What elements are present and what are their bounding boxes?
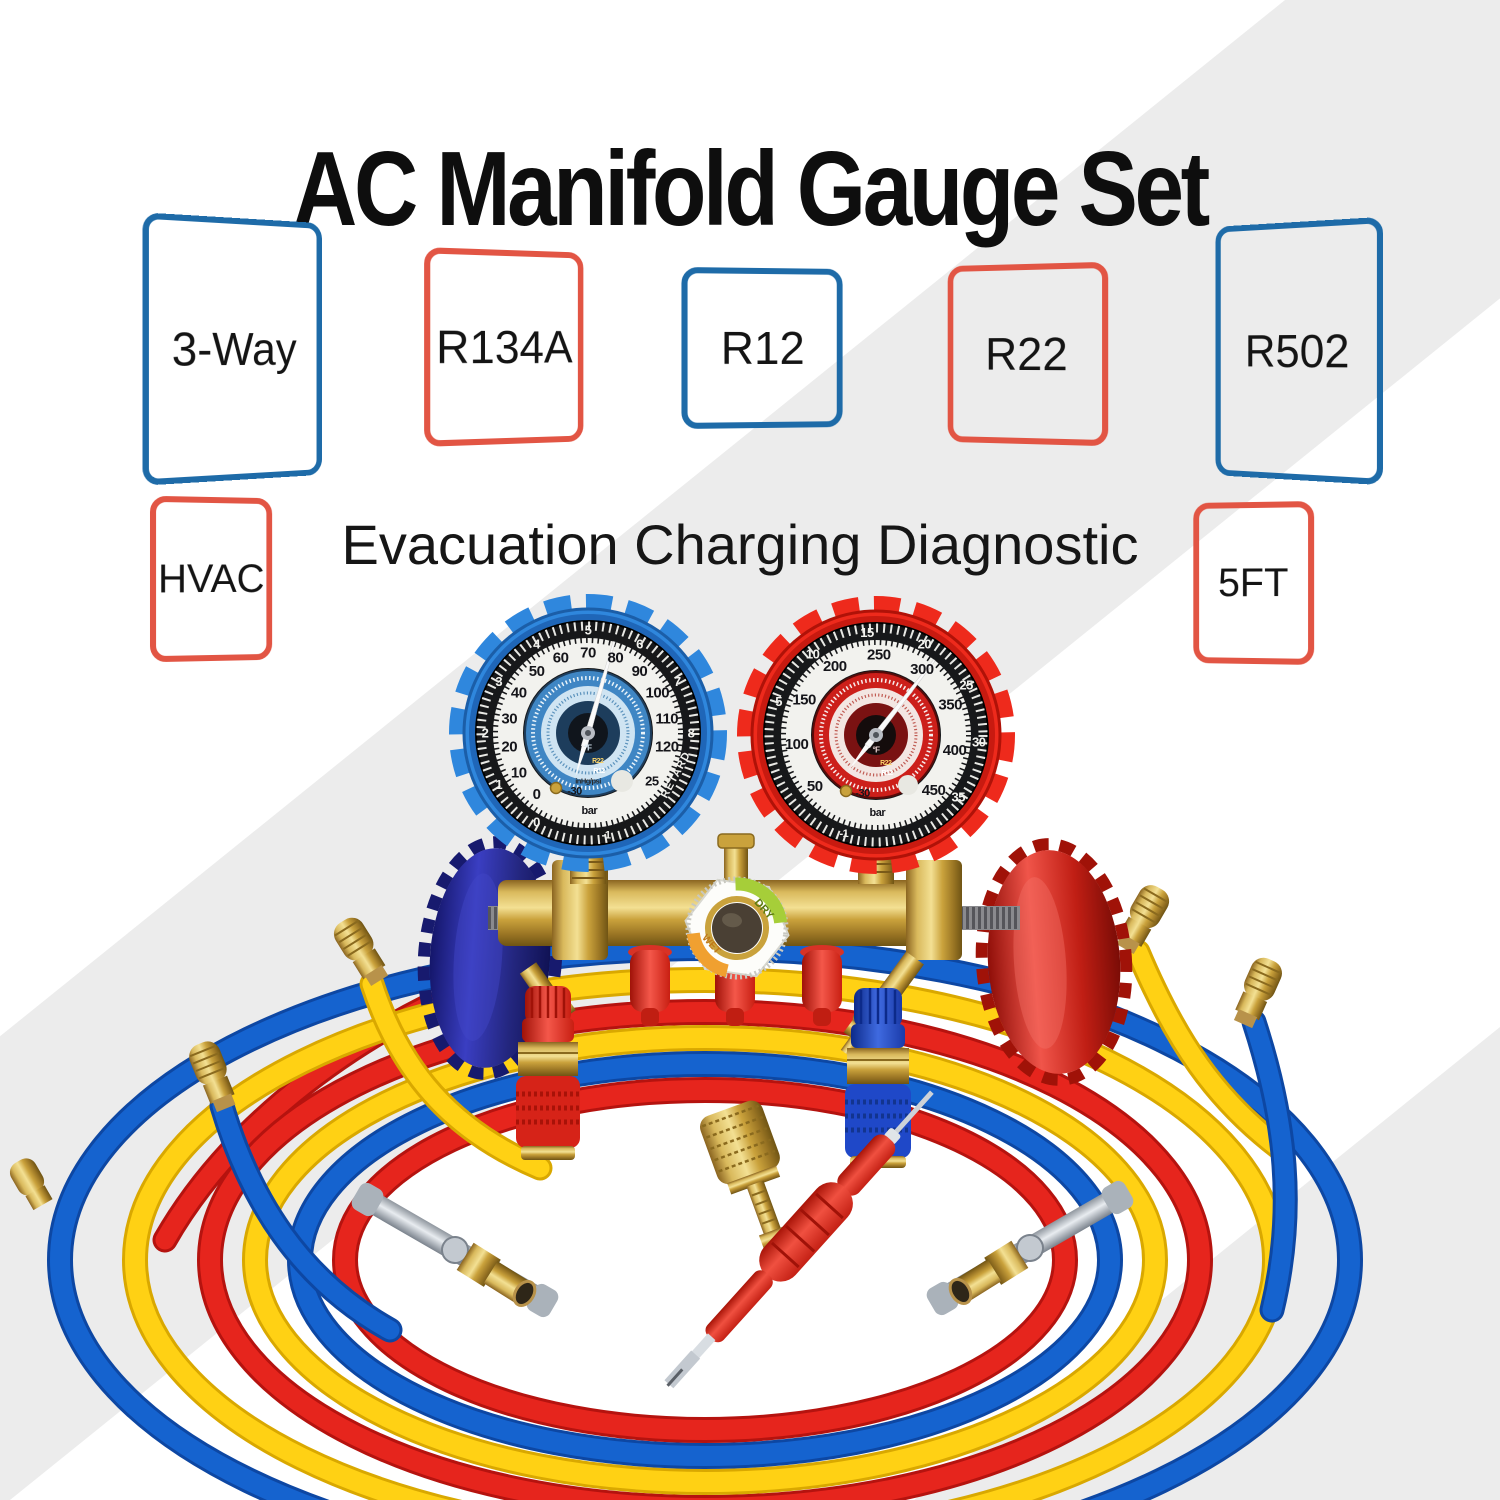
badge-r502-label: R502: [1244, 324, 1350, 378]
low-bar-label: 3: [495, 674, 503, 689]
low-bar-label: 7: [673, 674, 681, 689]
low-bar-label: 4: [533, 636, 540, 652]
high-bar-label: 5: [775, 693, 782, 709]
low-neg1-label: -1: [601, 829, 611, 842]
high-bar-unit-label: bar: [869, 806, 886, 819]
low-pressure-gauge: [449, 594, 727, 872]
high-pressure-gauge: [737, 596, 1015, 874]
low-ref1-label: R22: [592, 757, 604, 765]
high-psi-label: 300: [910, 660, 934, 678]
high-neg1-label: -1: [839, 827, 849, 840]
badge-r12: R12: [681, 267, 843, 429]
sight-glass: DRY WET: [684, 876, 790, 980]
badge-r12-label: R12: [720, 321, 805, 375]
hose-tails: [209, 939, 1298, 1343]
low-bar-label: 6: [636, 636, 643, 652]
low-psi-label: 20: [501, 738, 518, 756]
badge-hvac-label: HVAC: [158, 556, 265, 601]
low-psi-label: 90: [631, 663, 648, 681]
low-ref2-label: R12: [593, 767, 605, 775]
high-vac-label: -30: [855, 787, 870, 800]
badge-r502: R502: [1215, 216, 1384, 486]
badge-3way: 3-Way: [142, 212, 322, 486]
low-bar-label: 0: [533, 814, 540, 830]
hose-fitting-yellow-left: [333, 917, 389, 986]
manifold-assembly: DRY WET: [417, 833, 1133, 1086]
low-psi-label: 80: [607, 649, 624, 667]
low-retard-end-label: 25: [645, 773, 659, 789]
low-bar-unit-label: bar: [581, 804, 598, 817]
valve-core-remover-tool: [664, 1090, 934, 1389]
high-bar-label: 20: [917, 636, 932, 652]
low-psi-label: 70: [580, 644, 596, 662]
high-bar-label: 35: [951, 789, 966, 805]
high-psi-label: 250: [867, 646, 891, 664]
low-psi-label: 110: [655, 710, 679, 728]
high-ref2-label: R12: [881, 769, 893, 777]
low-bar-label: 1: [495, 777, 503, 792]
badge-r134a-label: R134A: [436, 320, 573, 374]
high-psi-label: 400: [942, 741, 967, 759]
low-psi-label: 30: [501, 710, 518, 728]
low-psi-label: 100: [645, 684, 670, 702]
quick-coupler-high-red: [516, 986, 580, 1160]
high-bar-label: 15: [860, 624, 874, 640]
low-vac-unit-label: inHg/psi: [575, 776, 601, 786]
high-deg-label: °F: [872, 745, 880, 755]
badge-5ft-label: 5FT: [1218, 560, 1289, 605]
low-psi-label: 120: [655, 738, 679, 756]
page-title: AC Manifold Gauge Set: [293, 130, 1210, 249]
hose-fitting-blue-right: [1233, 957, 1282, 1029]
low-bar-label: 8: [687, 725, 695, 741]
badge-r134a: R134A: [424, 247, 584, 447]
high-bar-label: 10: [805, 646, 820, 662]
high-psi-label: 50: [806, 777, 823, 795]
tagline: Evacuation Charging Diagnostic: [341, 513, 1139, 576]
manifold-block-right: [906, 860, 962, 960]
hose-fitting-blue-left: [189, 1041, 236, 1113]
can-tap-valve-right: [926, 1180, 1134, 1316]
badge-r22-label: R22: [985, 327, 1068, 381]
hose-fitting-far-left: [9, 1158, 53, 1211]
gauge-needle-low: [575, 641, 616, 778]
high-psi-label: 450: [921, 782, 946, 800]
low-psi-label: 0: [532, 785, 541, 803]
high-ref1-label: R22: [880, 759, 892, 767]
high-side-knob: [975, 838, 1133, 1086]
badge-r22: R22: [947, 261, 1109, 447]
high-bar-label: 25: [959, 677, 973, 693]
hose-coil: [47, 935, 1363, 1500]
manifold-block-left: [552, 860, 608, 960]
low-psi-label: 40: [510, 684, 527, 702]
can-tap-valve-left: [351, 1182, 559, 1318]
valve-stem-high: [954, 906, 1020, 930]
low-bar-label: 2: [481, 725, 489, 741]
low-vac-label: -30: [567, 785, 582, 798]
high-psi-label: 100: [784, 736, 809, 754]
badge-5ft: 5FT: [1193, 501, 1315, 665]
low-bar-label: 5: [584, 622, 592, 638]
low-deg-label: °F: [584, 743, 592, 753]
high-psi-label: 150: [792, 691, 816, 709]
low-psi-label: 60: [552, 649, 569, 667]
high-psi-label: 200: [823, 657, 847, 675]
badge-hvac: HVAC: [149, 495, 273, 663]
high-psi-label: 350: [938, 696, 962, 714]
badge-3way-label: 3-Way: [171, 322, 297, 376]
low-psi-label: 10: [510, 764, 527, 782]
gauge-needle-high: [847, 659, 936, 772]
hose-fitting-yellow-right: [1116, 885, 1170, 955]
high-bar-label: 30: [972, 734, 986, 750]
low-psi-label: 50: [528, 663, 545, 681]
